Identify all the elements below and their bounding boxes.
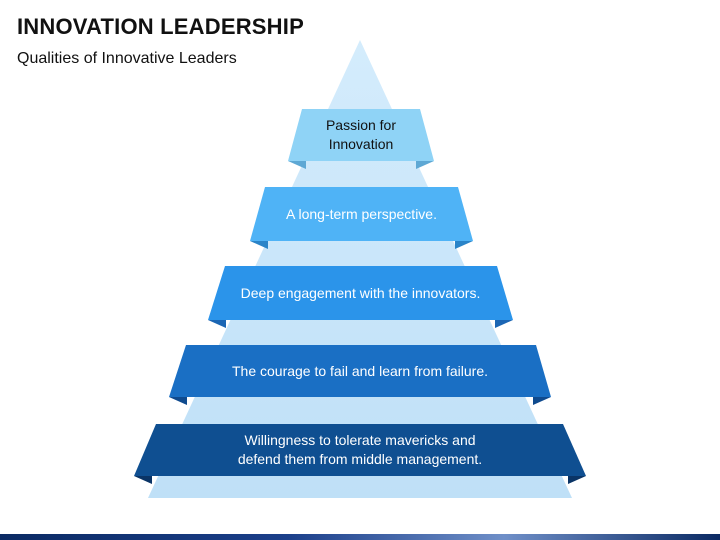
- band-2: [250, 187, 473, 241]
- band-4-label: The courage to fail and learn from failu…: [231, 362, 489, 379]
- band-4: [169, 345, 551, 397]
- band-1-fold-left: [288, 161, 306, 169]
- slide-subtitle: Qualities of Innovative Leaders: [17, 50, 237, 67]
- band-2-label: A long-term perspective.: [286, 205, 437, 222]
- band-5-fold-right: [568, 476, 586, 484]
- band-3-label: Deep engagement with the innovators.: [240, 284, 481, 301]
- band-1: [288, 109, 434, 161]
- band-3-fold-right: [495, 320, 513, 328]
- band-3-fold-left: [208, 320, 226, 328]
- footer-bar: [0, 534, 720, 540]
- band-5: [134, 424, 586, 476]
- band-4-fold-right: [533, 397, 551, 405]
- band-4-fold-left: [169, 397, 187, 405]
- band-2-fold-left: [250, 241, 268, 249]
- band-3: [208, 266, 513, 320]
- slide-title: INNOVATION LEADERSHIP: [17, 14, 304, 39]
- band-5-label: Willingness to tolerate mavericks and de…: [237, 432, 483, 467]
- band-2-fold-right: [455, 241, 473, 249]
- band-5-fold-left: [134, 476, 152, 484]
- band-1-label: Passion for Innovation: [325, 117, 397, 152]
- band-1-fold-right: [416, 161, 434, 169]
